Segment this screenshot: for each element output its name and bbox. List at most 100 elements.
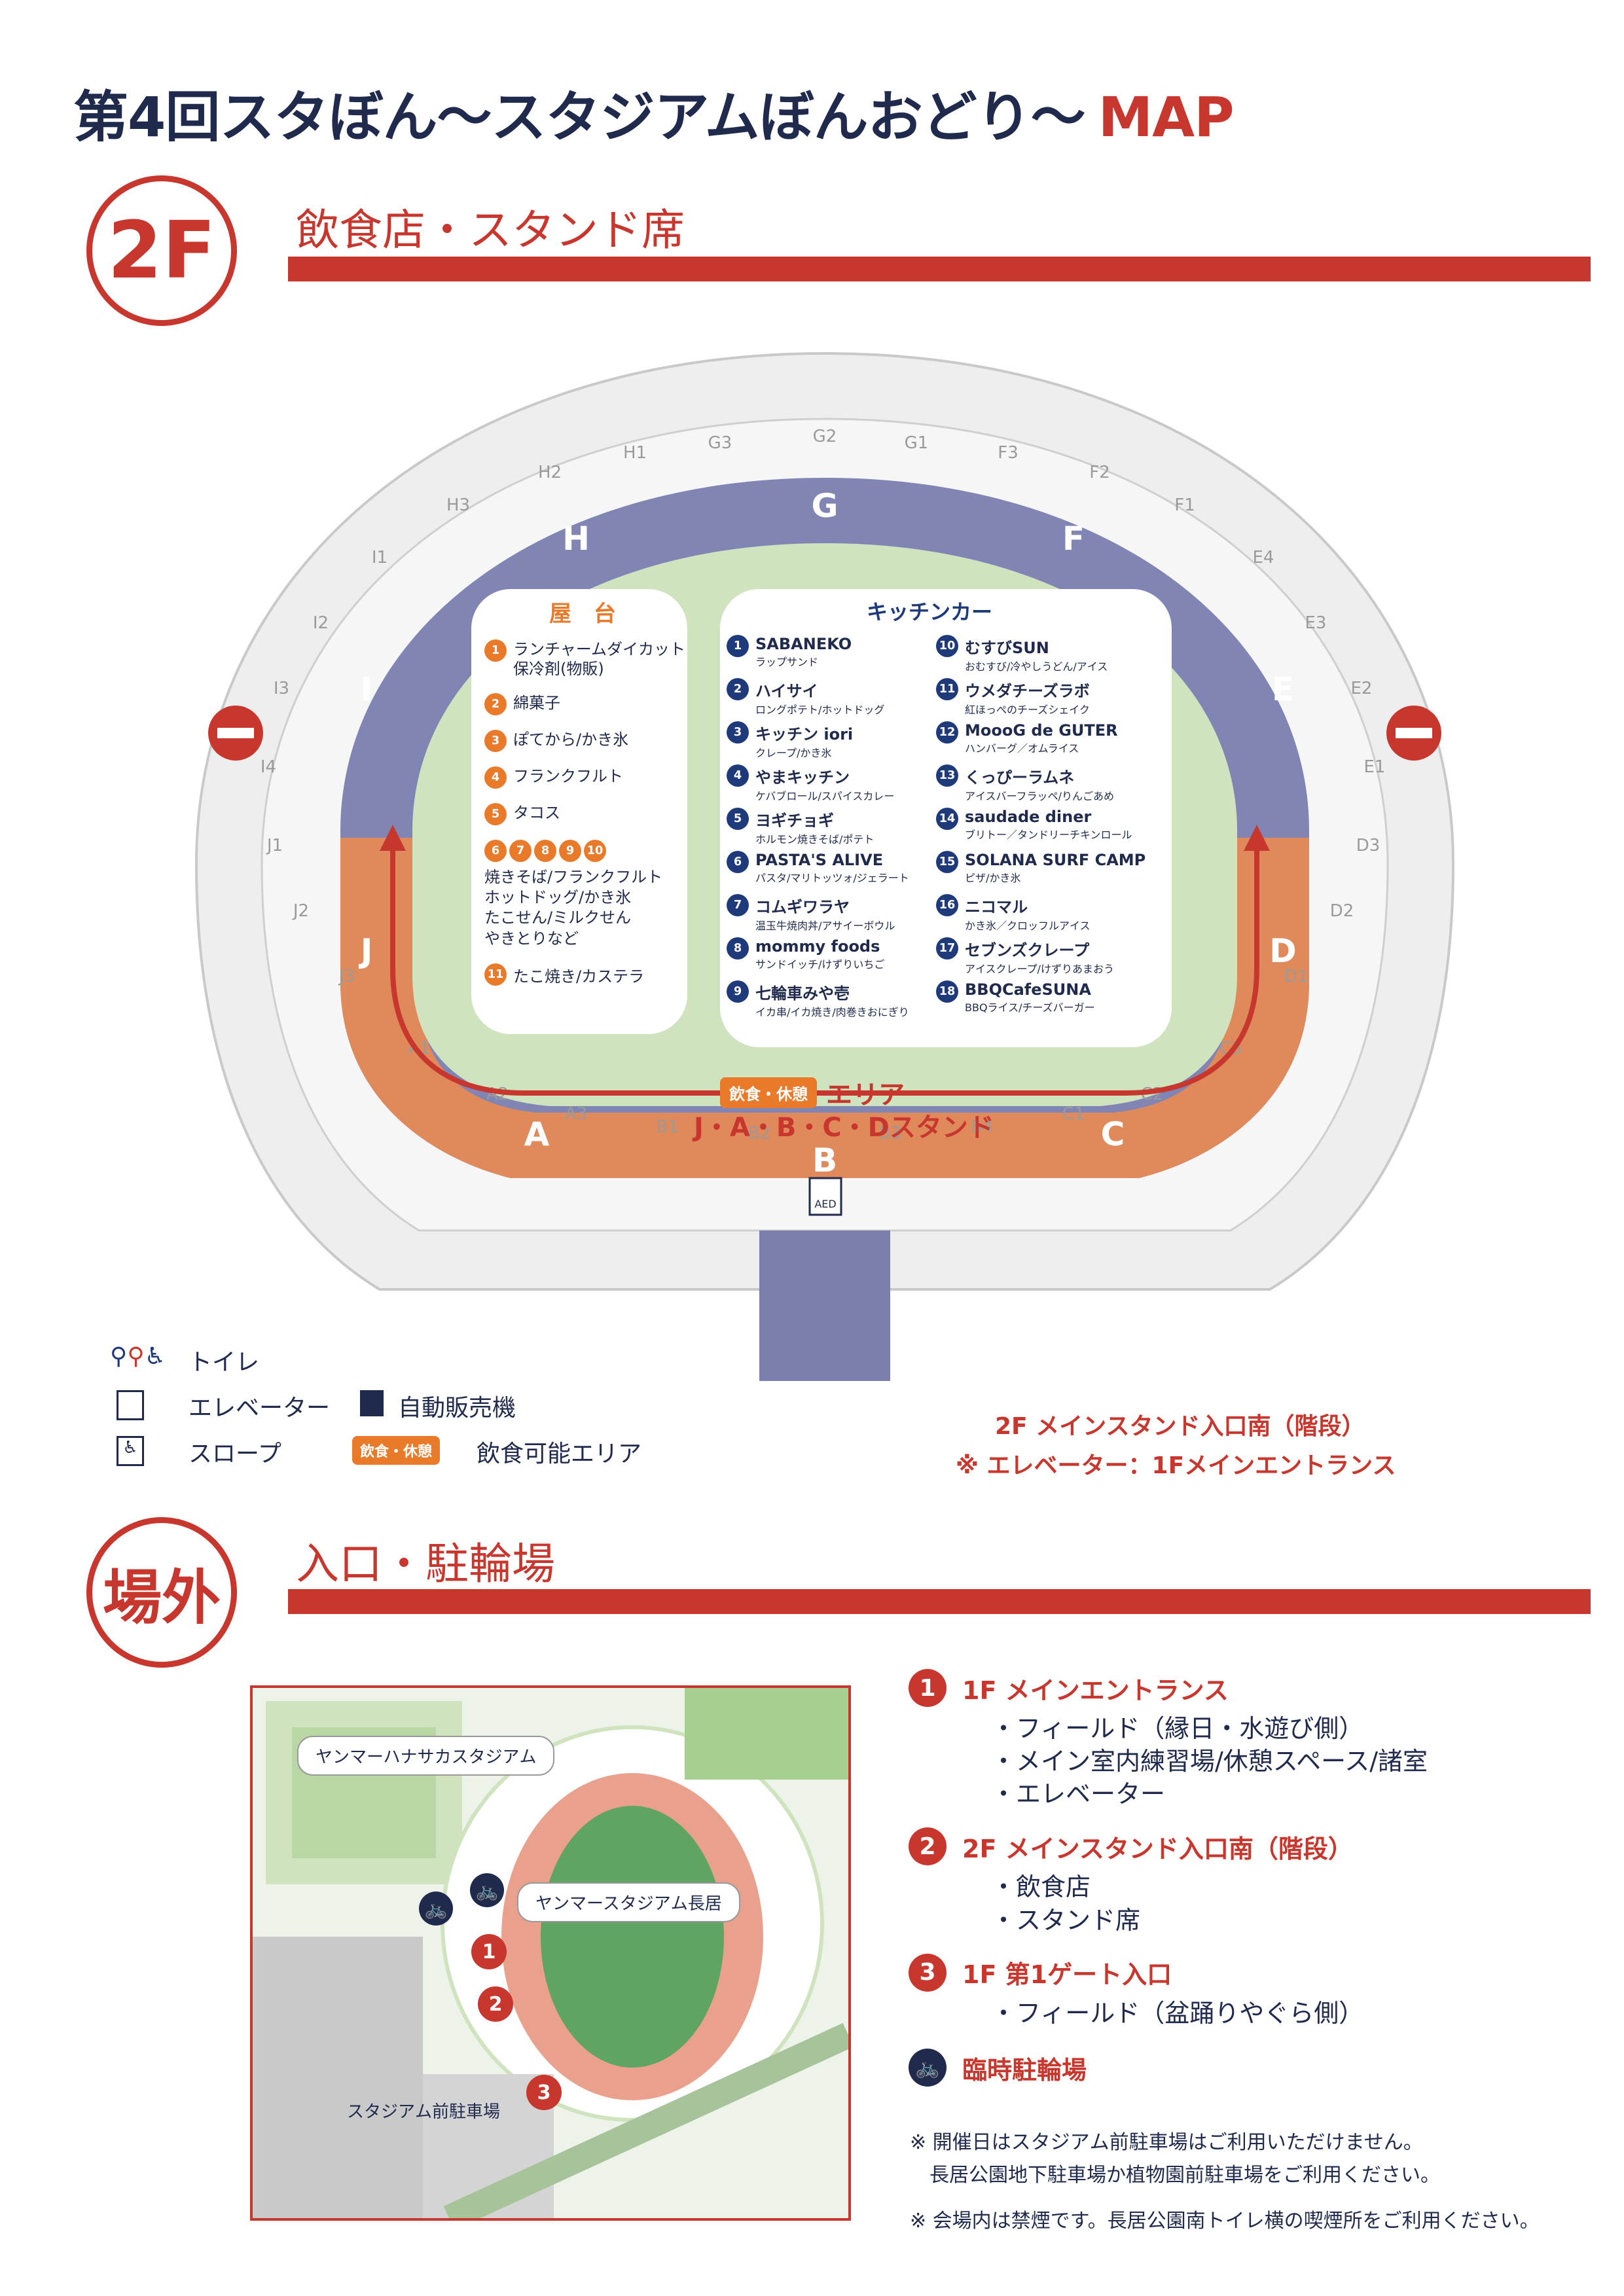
seat-block-label: J2	[292, 901, 309, 921]
seat-block-label: B2	[748, 1124, 770, 1143]
stand-label-g: G	[811, 487, 838, 525]
number-badge: 6	[727, 851, 749, 873]
yatai-group-text: たこせん/ミルクせん	[484, 908, 632, 927]
seat-block-label: I4	[261, 757, 276, 777]
number-badge: 11	[484, 963, 507, 986]
outside-map	[250, 1685, 851, 2221]
seat-block-label: H2	[538, 463, 562, 482]
number-badge: 10	[936, 635, 958, 657]
seat-block-label: I1	[372, 548, 388, 567]
seat-block-label: H3	[446, 495, 470, 515]
stand-label-i: I	[361, 670, 373, 708]
entrance-number: 2	[909, 1827, 947, 1866]
note-1: ※ 開催日はスタジアム前駐車場はご利用いただけません。	[910, 2131, 1423, 2154]
stand-label-c: C	[1101, 1115, 1125, 1153]
number-badge: 4	[727, 764, 749, 787]
seat-block-label: F2	[1089, 463, 1110, 482]
number-badge: 9	[727, 980, 749, 1003]
note-3: ※ 会場内は禁煙です。長居公園南トイレ横の喫煙所をご利用ください。	[910, 2210, 1540, 2233]
entrance-info-line: ・エレベーター	[991, 1780, 1166, 1809]
yatai-heading: 屋 台	[549, 601, 616, 627]
yatai-group-text: 焼きそば/フランクフルト	[484, 868, 663, 886]
slope-icon: ♿	[117, 1436, 144, 1466]
number-badge: 18	[936, 980, 958, 1003]
stand-label-j: J	[359, 932, 373, 970]
section-title-outside: 入口・駐輪場	[296, 1539, 555, 1589]
number-badge: 6	[484, 840, 507, 862]
seat-block-label: E4	[1253, 548, 1274, 567]
number-badge: 1	[484, 639, 507, 662]
stand-label-h: H	[562, 520, 590, 558]
seat-block-label: F3	[998, 443, 1019, 463]
seat-block-label: B3	[879, 1124, 901, 1143]
entrance-info-line: ・スタンド席	[991, 1905, 1141, 1935]
title-accent: MAP	[1098, 85, 1235, 149]
bicycle-icon: 🚲	[470, 1873, 504, 1907]
section-badge-outside: 場外	[86, 1517, 237, 1668]
seat-block-label: G2	[813, 427, 837, 446]
no-entry-icon	[208, 706, 1441, 761]
number-badge: 3	[727, 721, 749, 744]
seat-block-label: B1	[657, 1117, 679, 1137]
number-badge: 9	[559, 840, 581, 862]
seat-block-label: A3	[565, 1104, 587, 1124]
legend: ⚲⚲♿ トイレ エレベーター 自動販売機 ♿ スロープ 飲食・休憩 飲食可能エリ…	[110, 1343, 642, 1467]
entrance-number: 1	[909, 1669, 947, 1707]
yatai-group-text: やきとりなど	[484, 929, 579, 948]
entrance-note-elevator: ※ エレベーター：1Fメインエントランス	[956, 1452, 1396, 1479]
stand-label-e: E	[1272, 670, 1294, 708]
seat-block-label: I3	[274, 679, 289, 698]
note-2: 長居公園地下駐車場か植物園前駐車場をご利用ください。	[910, 2164, 1440, 2187]
number-badge: 1	[727, 635, 749, 657]
yatai-group-text: ホットドッグ/かき氷	[484, 888, 632, 907]
seat-block-label: E2	[1351, 679, 1373, 698]
number-badge: 8	[727, 937, 749, 960]
number-badge: 15	[936, 851, 958, 873]
seat-block-label: J3	[338, 967, 355, 986]
section-bar-2f	[288, 257, 1591, 281]
outside-pin-3: 3	[526, 2075, 562, 2110]
number-badge: 7	[727, 894, 749, 916]
bicycle-legend: 🚲 臨時駐輪場	[909, 2049, 1087, 2087]
number-badge: 16	[936, 894, 958, 916]
yatai-panel	[471, 589, 687, 1034]
section-title-2f: 飲食店・スタンド席	[296, 205, 685, 255]
floor-badge-2f: 2F	[86, 175, 237, 326]
seat-block-label: D2	[1330, 901, 1354, 921]
svg-text:AED: AED	[814, 1198, 836, 1210]
entrance-note-2f: 2F メインスタンド入口南（階段）	[995, 1413, 1365, 1440]
seat-block-label: D1	[1284, 967, 1308, 986]
eating-area-label: 飲食・休憩 エリア	[720, 1073, 905, 1111]
number-badge: 13	[936, 764, 958, 787]
number-badge: 10	[584, 840, 606, 862]
number-badge: 12	[936, 721, 958, 744]
section-bar-outside	[288, 1589, 1591, 1614]
eating-legend-badge: 飲食・休憩	[352, 1436, 441, 1465]
stand-label-b: B	[812, 1141, 837, 1179]
eating-badge: 飲食・休憩	[720, 1077, 817, 1108]
elevator-icon	[117, 1390, 144, 1420]
lower-stands	[340, 838, 1309, 1178]
seat-block-label: G1	[905, 433, 929, 453]
page-title: 第4回スタぼん〜スタジアムぼんおどり〜MAP	[73, 85, 1235, 149]
